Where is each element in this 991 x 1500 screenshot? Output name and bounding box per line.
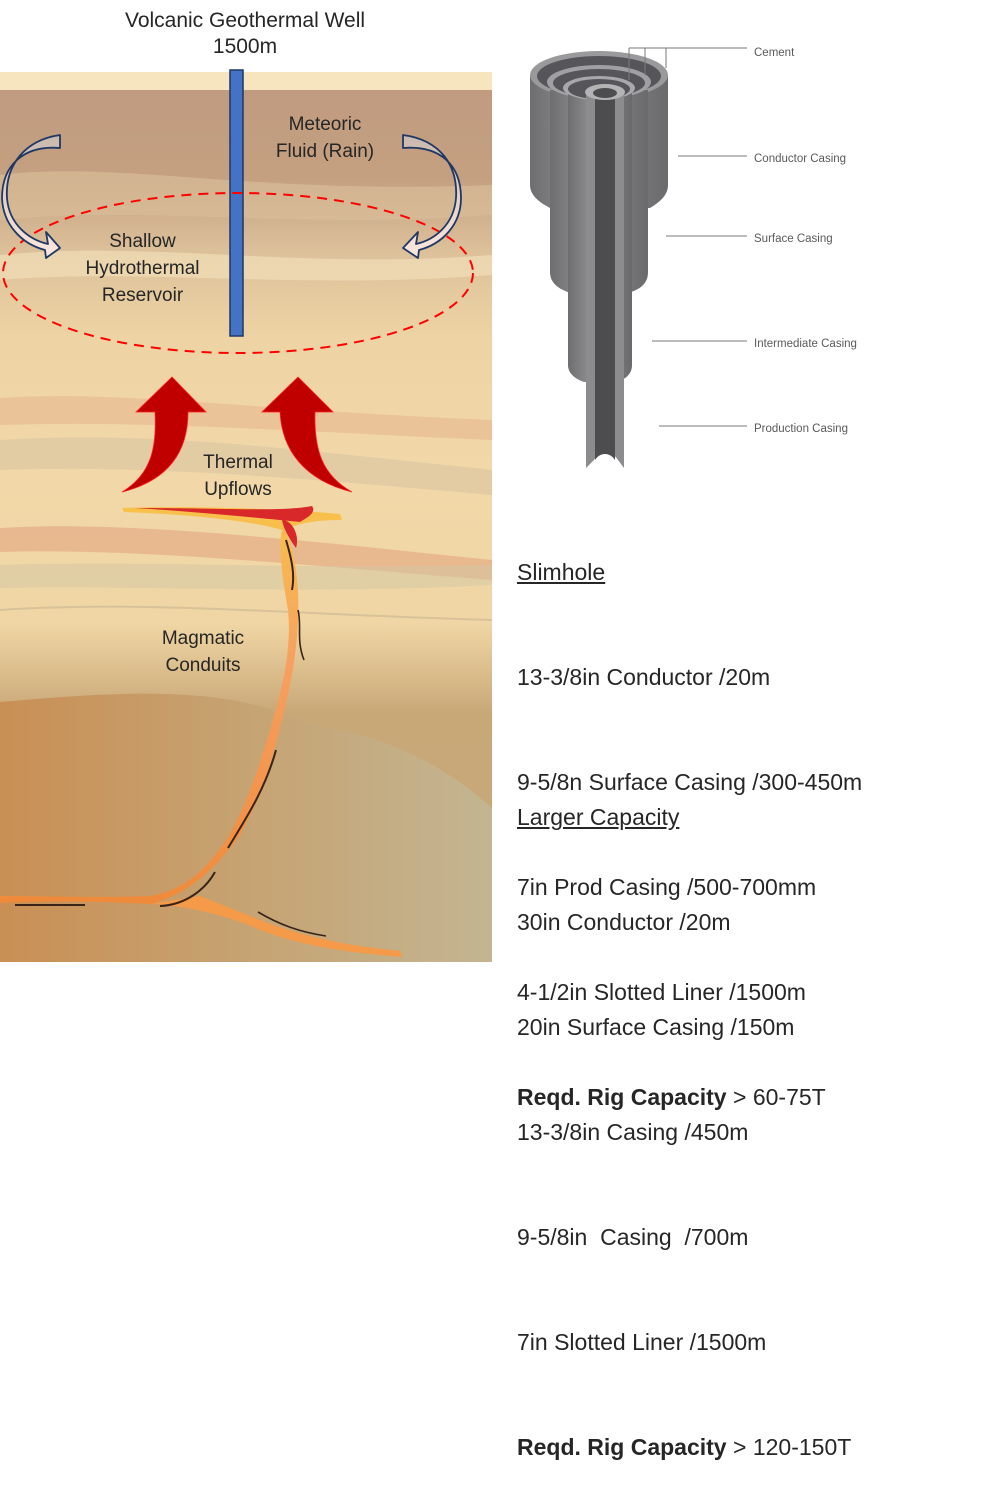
larger-capacity-rig-capacity: Reqd. Rig Capacity > 120-150T <box>517 1430 851 1465</box>
slimhole-spec-line: 13-3/8in Conductor /20m <box>517 664 771 690</box>
slimhole-heading: Slimhole <box>517 559 606 585</box>
well-depth: 1500m <box>212 35 278 58</box>
leader-lines <box>628 47 747 427</box>
upflow-label-line: Thermal <box>203 452 273 473</box>
meteoric-flow-arrow-right <box>402 134 462 259</box>
meteoric-flow-arrow-left <box>1 134 61 259</box>
magmatic-conduits-label: Magmatic Conduits <box>140 625 266 679</box>
production-casing-label: Production Casing <box>754 423 848 435</box>
magmatic-conduit <box>0 506 402 957</box>
conductor-casing-label: Conductor Casing <box>754 153 846 165</box>
slimhole-spec-line: 7in Prod Casing /500-700mm <box>517 874 817 900</box>
stratum-band <box>0 396 492 440</box>
slimhole-spec-line: 9-5/8n Surface Casing /300-450m <box>517 769 863 795</box>
thermal-upflow-arrow-left <box>121 376 207 493</box>
production-casing-shape <box>585 84 625 468</box>
larger-capacity-spec-line: 13-3/8in Casing /450m <box>517 1119 749 1145</box>
thermal-upflow-arrow-right <box>261 376 353 493</box>
upflow-label-line: Upflows <box>204 479 272 500</box>
stratum-band <box>0 437 492 495</box>
diagram-title: Volcanic Geothermal Well <box>124 9 366 32</box>
geological-cross-section <box>0 69 493 962</box>
surface-strip <box>0 72 492 90</box>
stratum-band <box>0 171 492 220</box>
intermediate-casing-label: Intermediate Casing <box>754 338 857 350</box>
reservoir-label-line: Reservoir <box>101 285 184 306</box>
magma-label-line: Magmatic <box>161 628 245 649</box>
meteoric-fluid-label: Meteoric Fluid (Rain) <box>250 111 400 165</box>
larger-capacity-spec-line: 7in Slotted Liner /1500m <box>517 1329 767 1355</box>
thermal-upflows-label: Thermal Upflows <box>180 449 296 503</box>
reservoir-outline <box>2 192 474 354</box>
stratum-band <box>0 250 492 281</box>
stratum-line <box>0 605 493 621</box>
meteoric-label-line: Meteoric <box>288 114 362 135</box>
reservoir-label-line: Hydrothermal <box>85 258 200 279</box>
larger-capacity-spec-line: 30in Conductor /20m <box>517 909 731 935</box>
geothermal-well <box>229 69 244 337</box>
larger-capacity-spec-line: 20in Surface Casing /150m <box>517 1014 795 1040</box>
rig-capacity-label: Reqd. Rig Capacity <box>517 1434 727 1460</box>
larger-capacity-heading: Larger Capacity <box>517 804 680 830</box>
larger-capacity-spec-line: 9-5/8in Casing /700m <box>517 1224 749 1250</box>
reservoir-label-line: Shallow <box>109 231 176 252</box>
surface-casing-label: Surface Casing <box>754 233 833 245</box>
stratum-band <box>0 563 492 590</box>
cement-label: Cement <box>754 47 795 59</box>
magma-label-line: Conduits <box>165 655 241 676</box>
reservoir-label: Shallow Hydrothermal Reservoir <box>70 228 215 309</box>
meteoric-label-line: Fluid (Rain) <box>275 141 375 162</box>
rig-capacity-value: > 120-150T <box>726 1434 852 1460</box>
casing-diagram: Cement Conductor Casing Surface Casing I… <box>530 47 857 468</box>
larger-capacity-spec-block: Larger Capacity 30in Conductor /20m 20in… <box>517 730 851 1500</box>
deep-rock-layer <box>0 693 492 962</box>
